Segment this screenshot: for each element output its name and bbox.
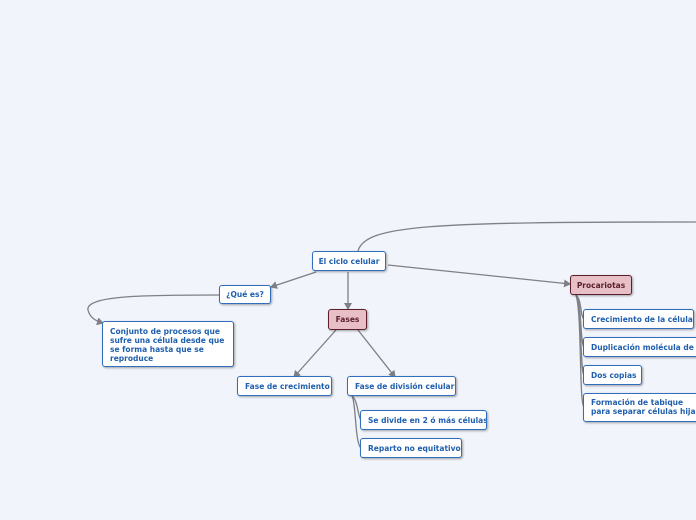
node-formacion-tabique[interactable]: Formación de tabique para separar célula… <box>583 393 696 422</box>
node-fase-crecimiento[interactable]: Fase de crecimiento <box>237 376 332 396</box>
edge-root-procariotas <box>387 264 571 288</box>
node-duplicacion-adn[interactable]: Duplicación molécula de ADN <box>583 337 696 357</box>
node-definicion[interactable]: Conjunto de procesos que sufre una célul… <box>102 321 234 367</box>
node-fase-division[interactable]: Fase de división celular <box>347 376 456 396</box>
node-reparto[interactable]: Reparto no equitativo <box>360 438 462 458</box>
edge-division-reparto <box>351 395 362 449</box>
edge-fases-crecimiento <box>293 329 337 378</box>
node-crecimiento-celula[interactable]: Crecimiento de la célula <box>583 309 694 329</box>
node-fases[interactable]: Fases <box>328 309 367 330</box>
edge-procariotas-formacion <box>575 294 585 408</box>
edge-root-offscreen <box>357 221 696 252</box>
node-procariotas[interactable]: Procariotas <box>570 275 632 295</box>
edge-que-es-definition <box>87 294 221 326</box>
node-ciclo-celular[interactable]: El ciclo celular <box>312 251 386 271</box>
node-se-divide[interactable]: Se divide en 2 ó más células <box>360 410 487 430</box>
edge-fases-division <box>357 329 396 378</box>
edge-root-que-es <box>270 271 317 289</box>
node-que-es[interactable]: ¿Qué es? <box>219 285 271 304</box>
node-dos-copias[interactable]: Dos copias <box>583 365 642 385</box>
